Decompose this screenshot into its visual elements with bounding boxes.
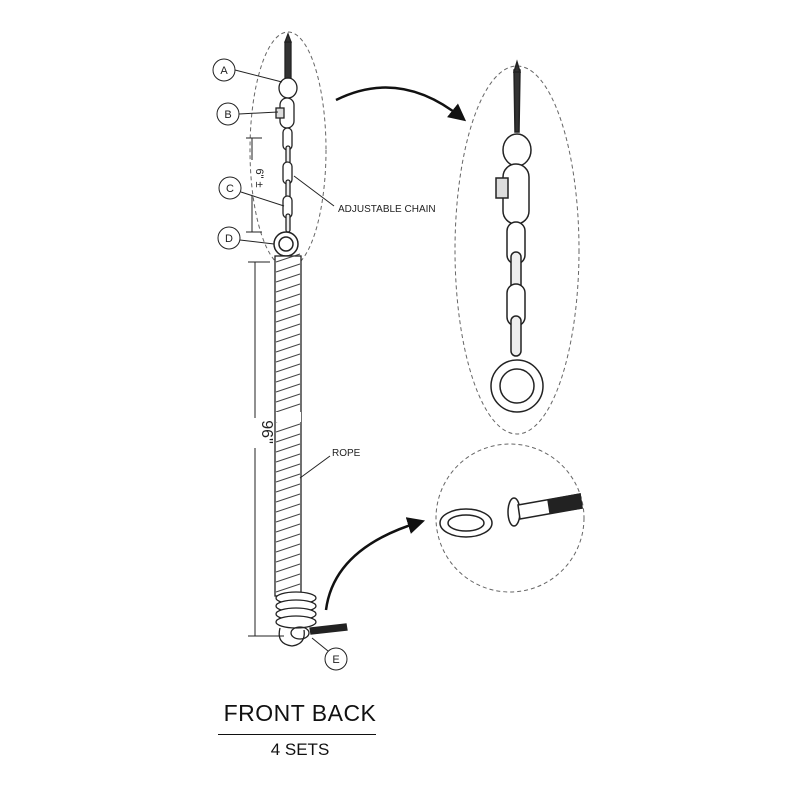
adjustable-chain-label: ADJUSTABLE CHAIN (338, 204, 436, 215)
svg-text:B: B (224, 109, 231, 121)
anchor-bolt-detail-view (435, 443, 585, 593)
chain-detail-view (454, 59, 580, 435)
svg-text:E: E (332, 654, 339, 666)
callout-c: C (218, 176, 285, 207)
caption-subtitle: 4 SETS (270, 740, 330, 759)
callout-b: B (216, 102, 279, 126)
caption-divider (218, 734, 376, 735)
adjustable-chain-leader (293, 175, 335, 207)
arrow-to-bottom-detail (324, 517, 426, 611)
callout-e: E (311, 637, 348, 671)
rope-label: ROPE (332, 448, 361, 459)
anchor-bolt (290, 623, 348, 640)
eye-screw (278, 32, 298, 99)
svg-text:C: C (226, 183, 234, 195)
chain-length-dimension (246, 137, 262, 233)
svg-text:A: A (220, 65, 228, 77)
detail-outline-top (249, 31, 327, 269)
arrow-to-top-detail (335, 86, 467, 122)
rope-leader (299, 455, 331, 479)
caption-title: FRONT BACK (223, 700, 377, 726)
ring (273, 231, 299, 257)
callout-d: D (217, 226, 275, 250)
rope (274, 253, 302, 597)
chain-length-label: 6" ± (253, 168, 265, 187)
svg-text:D: D (225, 233, 233, 245)
adjustable-chain (282, 127, 293, 233)
rope-knot (275, 591, 317, 647)
callout-a: A (212, 58, 283, 83)
rope-length-label: 96" (258, 420, 275, 443)
rope-length-dimension (248, 261, 284, 637)
quick-link (275, 97, 295, 129)
